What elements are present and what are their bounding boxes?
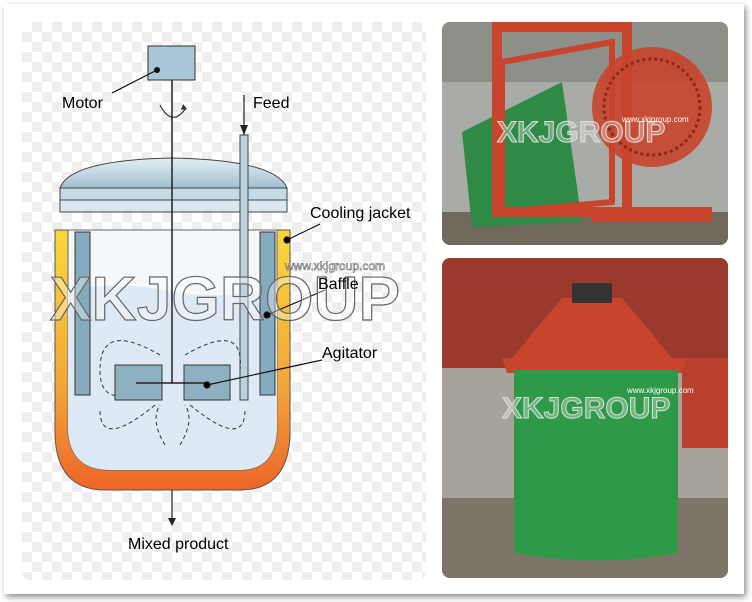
reactor-diagram-panel: XKJGROUP www.xkjgroup.com Motor Feed Coo…	[22, 22, 426, 580]
agitation-tank-diagram: XKJGROUP www.xkjgroup.com Motor Feed Coo…	[49, 45, 411, 553]
label-mixed-product: Mixed product	[128, 536, 229, 553]
label-feed: Feed	[253, 95, 289, 112]
photo-machine-top: XKJGROUP www.xkjgroup.com	[442, 22, 728, 245]
photo-agitation-tank: XKJGROUP www.xkjgroup.com	[442, 258, 728, 578]
watermark: XKJGROUP	[50, 265, 400, 334]
label-motor: Motor	[62, 95, 104, 112]
photo-bottom-watermark: XKJGROUP	[502, 392, 670, 425]
photo-top-website: www.xkjgroup.com	[621, 115, 689, 124]
label-baffle: Baffle	[318, 276, 359, 293]
photo-bottom-website: www.xkjgroup.com	[626, 386, 694, 395]
label-agitator: Agitator	[322, 345, 378, 362]
baffle-left	[74, 231, 91, 396]
website-watermark: www.xkjgroup.com	[284, 259, 385, 273]
label-cooling-jacket: Cooling jacket	[310, 205, 411, 222]
photo-top-watermark: XKJGROUP	[497, 116, 665, 149]
motor	[111, 45, 196, 94]
